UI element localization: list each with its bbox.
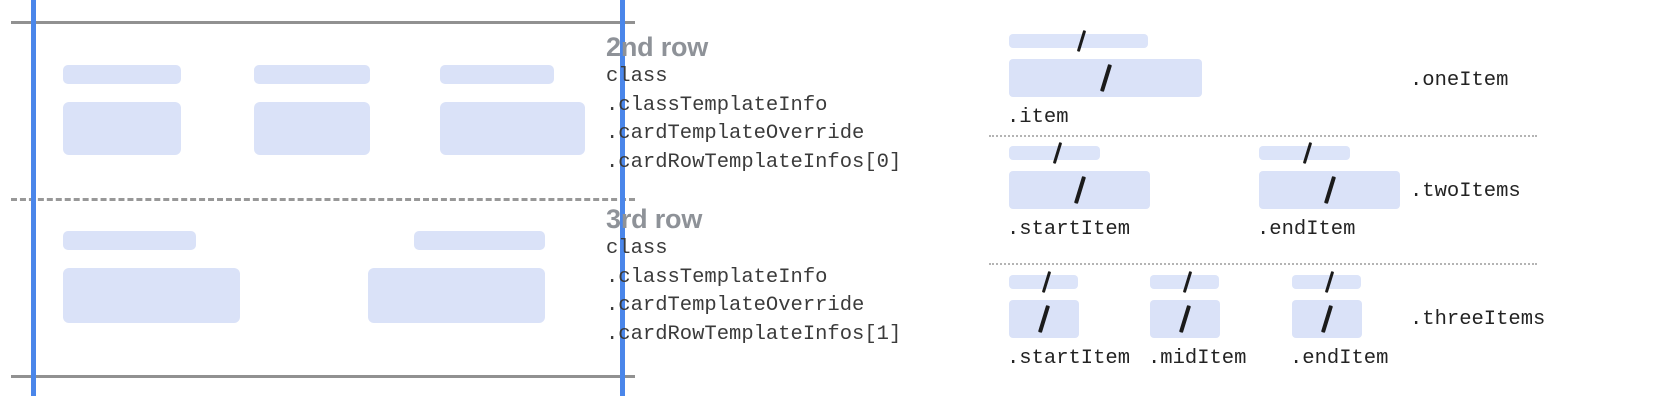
annotation-code-line: .classTemplateInfo xyxy=(606,93,828,117)
annotation-code-line: class xyxy=(606,237,668,260)
variant-two-items: .startItem .endItem .twoItems xyxy=(985,135,1676,245)
item-one: .item xyxy=(1007,30,1209,134)
item-label-bar xyxy=(1292,275,1361,289)
body-placeholder xyxy=(368,268,545,323)
body-placeholder xyxy=(254,102,370,155)
title-placeholder xyxy=(254,65,370,84)
body-placeholder xyxy=(63,268,240,323)
card-top-boundary xyxy=(11,21,635,24)
item-caption: .endItem xyxy=(1257,218,1356,241)
variant-label: .oneItem xyxy=(1410,69,1509,92)
title-placeholder xyxy=(63,231,196,250)
annotation-code-line: .cardTemplateOverride xyxy=(606,122,865,146)
variant-separator xyxy=(989,263,1537,265)
left-rail xyxy=(31,0,36,396)
item-label-bar xyxy=(1259,146,1350,160)
annotation-code-line: .cardTemplateOverride xyxy=(606,294,865,318)
card-preview-panel xyxy=(0,0,640,412)
item-start: .startItem xyxy=(1007,142,1209,246)
item-label-bar xyxy=(1009,275,1078,289)
item-end: .endItem xyxy=(1257,142,1459,246)
variant-label: .twoItems xyxy=(1410,180,1521,203)
item-caption: .startItem xyxy=(1007,347,1131,370)
item-caption: .endItem xyxy=(1290,347,1389,370)
annotation-code-line: .cardRowTemplateInfos[1] xyxy=(606,323,902,347)
item-start: .startItem xyxy=(1007,271,1179,375)
annotation-third-row: 3rd row class .classTemplateInfo .cardTe… xyxy=(606,203,901,350)
annotation-title: 2nd row xyxy=(606,32,709,62)
variant-one-item: .item .oneItem xyxy=(985,0,1676,135)
item-caption: .startItem xyxy=(1007,218,1131,241)
item-label-bar xyxy=(1150,275,1219,289)
title-placeholder xyxy=(440,65,554,84)
item-caption: .item xyxy=(1007,106,1069,129)
variant-three-items: .startItem .midItem .endItem .threeItems xyxy=(985,263,1676,383)
body-placeholder xyxy=(440,102,585,155)
body-placeholder xyxy=(63,102,181,155)
item-mid: .midItem xyxy=(1148,271,1320,375)
second-row-preview xyxy=(0,0,640,198)
item-label-bar xyxy=(1009,146,1100,160)
variant-label: .threeItems xyxy=(1410,308,1546,331)
annotation-code-line: .classTemplateInfo xyxy=(606,265,828,289)
item-label-bar xyxy=(1009,34,1148,48)
annotation-second-row: 2nd row class .classTemplateInfo .cardTe… xyxy=(606,31,901,178)
third-row-preview xyxy=(0,198,640,376)
row-layout-variants-panel: .item .oneItem .startItem .endItem xyxy=(985,0,1676,412)
title-placeholder xyxy=(414,231,545,250)
row-divider xyxy=(11,198,635,201)
annotation-code-line: .cardRowTemplateInfos[0] xyxy=(606,151,902,175)
card-bottom-boundary xyxy=(11,375,635,378)
item-end: .endItem xyxy=(1290,271,1462,375)
item-caption: .midItem xyxy=(1148,347,1247,370)
variant-separator xyxy=(989,135,1537,137)
annotation-code-line: class xyxy=(606,65,668,88)
right-rail xyxy=(620,0,625,396)
annotation-title: 3rd row xyxy=(606,204,703,234)
title-placeholder xyxy=(63,65,181,84)
